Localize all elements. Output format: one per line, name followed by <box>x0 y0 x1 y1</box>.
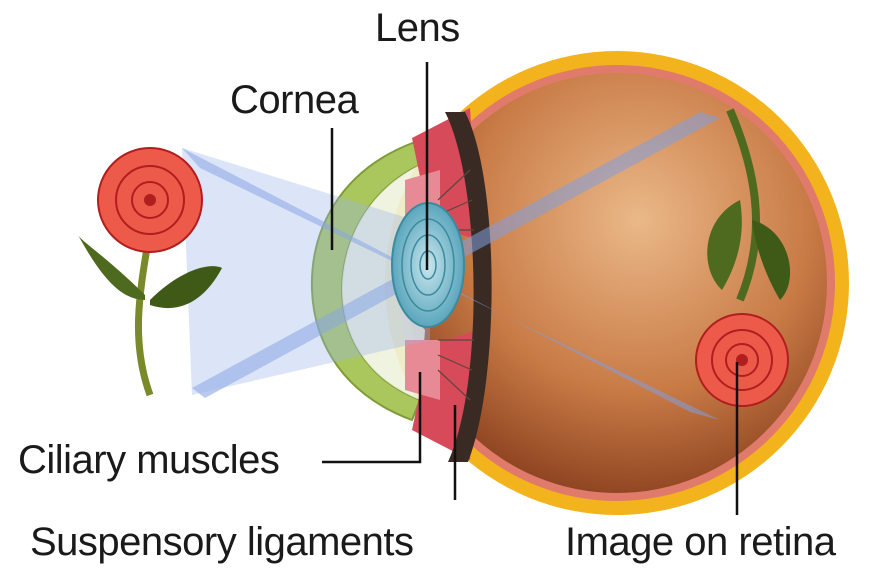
label-image-on-retina: Image on retina <box>565 522 835 562</box>
label-cornea: Cornea <box>230 80 358 120</box>
label-lens: Lens <box>375 8 460 48</box>
label-suspensory-ligaments: Suspensory ligaments <box>30 522 414 562</box>
iris-lower <box>405 340 440 400</box>
label-ciliary-muscles: Ciliary muscles <box>18 440 279 480</box>
